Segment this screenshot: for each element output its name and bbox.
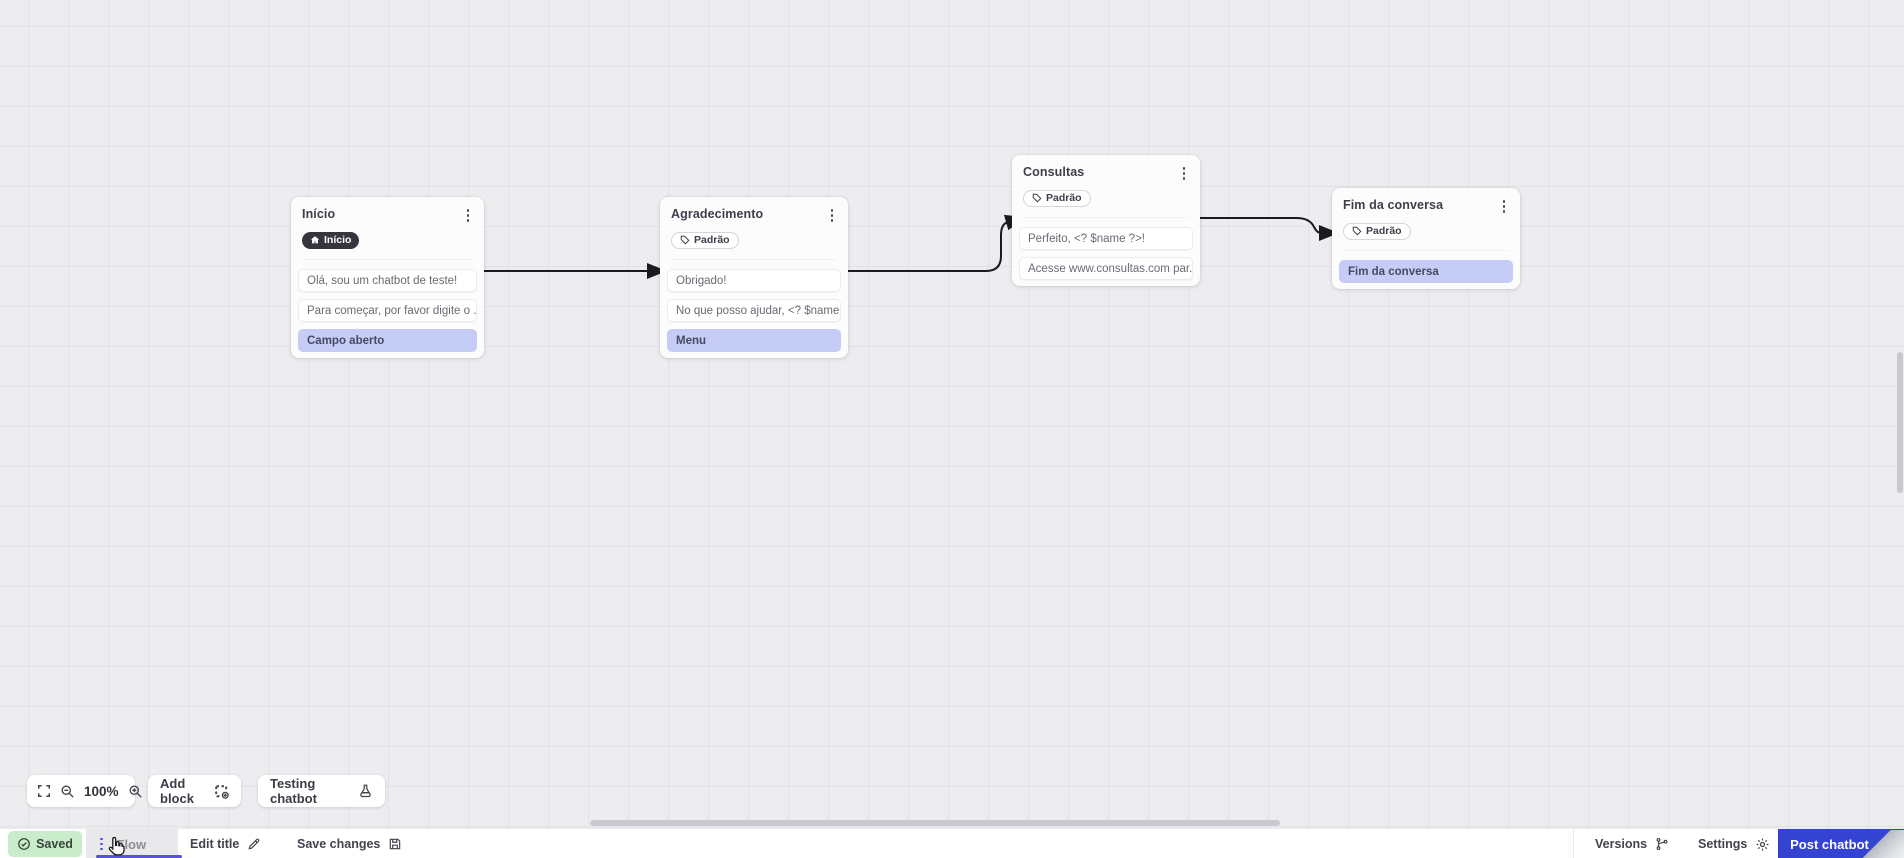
flow-node-consultas[interactable]: Consultas Padrão Perfeito, <? $name ?>! … [1012, 155, 1200, 286]
message-card[interactable]: No que posso ajudar, <? $name ... [667, 299, 841, 322]
tag-icon [1352, 226, 1362, 236]
active-tab-indicator [96, 855, 182, 858]
message-card[interactable]: Acesse www.consultas.com par... [1019, 257, 1193, 280]
vertical-scrollbar[interactable] [1897, 352, 1903, 493]
settings-button[interactable]: Settings [1698, 829, 1770, 858]
node-menu-icon[interactable] [827, 207, 838, 224]
flow-node-agradecimento[interactable]: Agradecimento Padrão Obrigado! No que po… [660, 197, 848, 358]
post-chatbot-button[interactable]: Post chatbot [1778, 829, 1904, 858]
post-chatbot-label: Post chatbot [1790, 836, 1869, 852]
tag-icon [1032, 193, 1042, 203]
bottom-bar: Saved Flow Edit title Save changes Versi… [0, 828, 1904, 858]
add-block-button[interactable]: Add block [148, 775, 241, 807]
node-menu-icon[interactable] [1499, 198, 1510, 215]
save-changes-button[interactable]: Save changes [297, 829, 402, 858]
badge-label: Padrão [1046, 192, 1082, 204]
message-card[interactable]: Perfeito, <? $name ?>! [1019, 227, 1193, 250]
node-title: Início [302, 207, 336, 221]
node-menu-icon[interactable] [463, 207, 474, 224]
testing-chatbot-button[interactable]: Testing chatbot [258, 775, 385, 807]
flow-tab-label: Flow [116, 836, 147, 852]
add-block-label: Add block [160, 776, 194, 806]
versions-button[interactable]: Versions [1595, 829, 1669, 858]
node-badge-default: Padrão [1343, 222, 1411, 240]
edge-agradecimento-consultas [848, 214, 1026, 272]
save-changes-label: Save changes [297, 837, 381, 851]
node-title: Consultas [1023, 165, 1085, 179]
node-badge-default: Padrão [1023, 189, 1091, 207]
zoom-level: 100% [84, 783, 119, 799]
action-card[interactable]: Campo aberto [298, 329, 477, 352]
edge-consultas-fim [1199, 217, 1339, 241]
git-branch-icon [1655, 837, 1669, 851]
badge-label: Padrão [1366, 225, 1402, 237]
action-card[interactable]: Fim da conversa [1339, 260, 1513, 283]
tag-icon [680, 235, 690, 245]
horizontal-scrollbar[interactable] [590, 820, 1280, 826]
floppy-icon [388, 837, 402, 851]
connection-edges [484, 214, 1339, 279]
saved-label: Saved [36, 837, 73, 851]
flow-node-inicio[interactable]: Início Início Olá, sou um chatbot de tes… [291, 197, 484, 358]
node-title: Fim da conversa [1343, 198, 1444, 212]
edit-title-label: Edit title [190, 837, 240, 851]
saved-status-badge: Saved [8, 831, 82, 857]
flow-menu-icon[interactable] [96, 836, 107, 853]
message-card[interactable]: Obrigado! [667, 269, 841, 292]
dashed-square-plus-icon [214, 784, 229, 799]
testing-chatbot-label: Testing chatbot [270, 776, 317, 806]
gear-icon [1755, 837, 1770, 852]
node-title: Agradecimento [671, 207, 764, 221]
zoom-controls: 100% [27, 775, 142, 807]
badge-label: Início [324, 234, 352, 246]
check-circle-icon [17, 837, 31, 851]
node-menu-icon[interactable] [1179, 165, 1190, 182]
message-card[interactable]: Olá, sou um chatbot de teste! [298, 269, 477, 292]
action-card[interactable]: Menu [667, 329, 841, 352]
flow-node-fim[interactable]: Fim da conversa Padrão Fim da conversa [1332, 188, 1520, 289]
zoom-out-icon[interactable] [60, 784, 75, 799]
settings-label: Settings [1698, 837, 1748, 851]
node-badge-default: Padrão [671, 231, 739, 249]
home-icon [310, 235, 320, 245]
upload-icon [1877, 837, 1892, 852]
badge-label: Padrão [694, 234, 730, 246]
divider [1573, 829, 1574, 858]
tab-flow[interactable]: Flow [86, 829, 178, 858]
flow-canvas[interactable]: Início Início Olá, sou um chatbot de tes… [0, 0, 1904, 828]
node-badge-start: Início [302, 231, 360, 249]
pencil-icon [247, 837, 261, 851]
fullscreen-icon[interactable] [37, 784, 51, 798]
edit-title-button[interactable]: Edit title [190, 829, 261, 858]
message-card[interactable]: Para começar, por favor digite o ... [298, 299, 477, 322]
flask-icon [358, 784, 373, 799]
versions-label: Versions [1595, 837, 1648, 851]
zoom-in-icon[interactable] [128, 784, 143, 799]
